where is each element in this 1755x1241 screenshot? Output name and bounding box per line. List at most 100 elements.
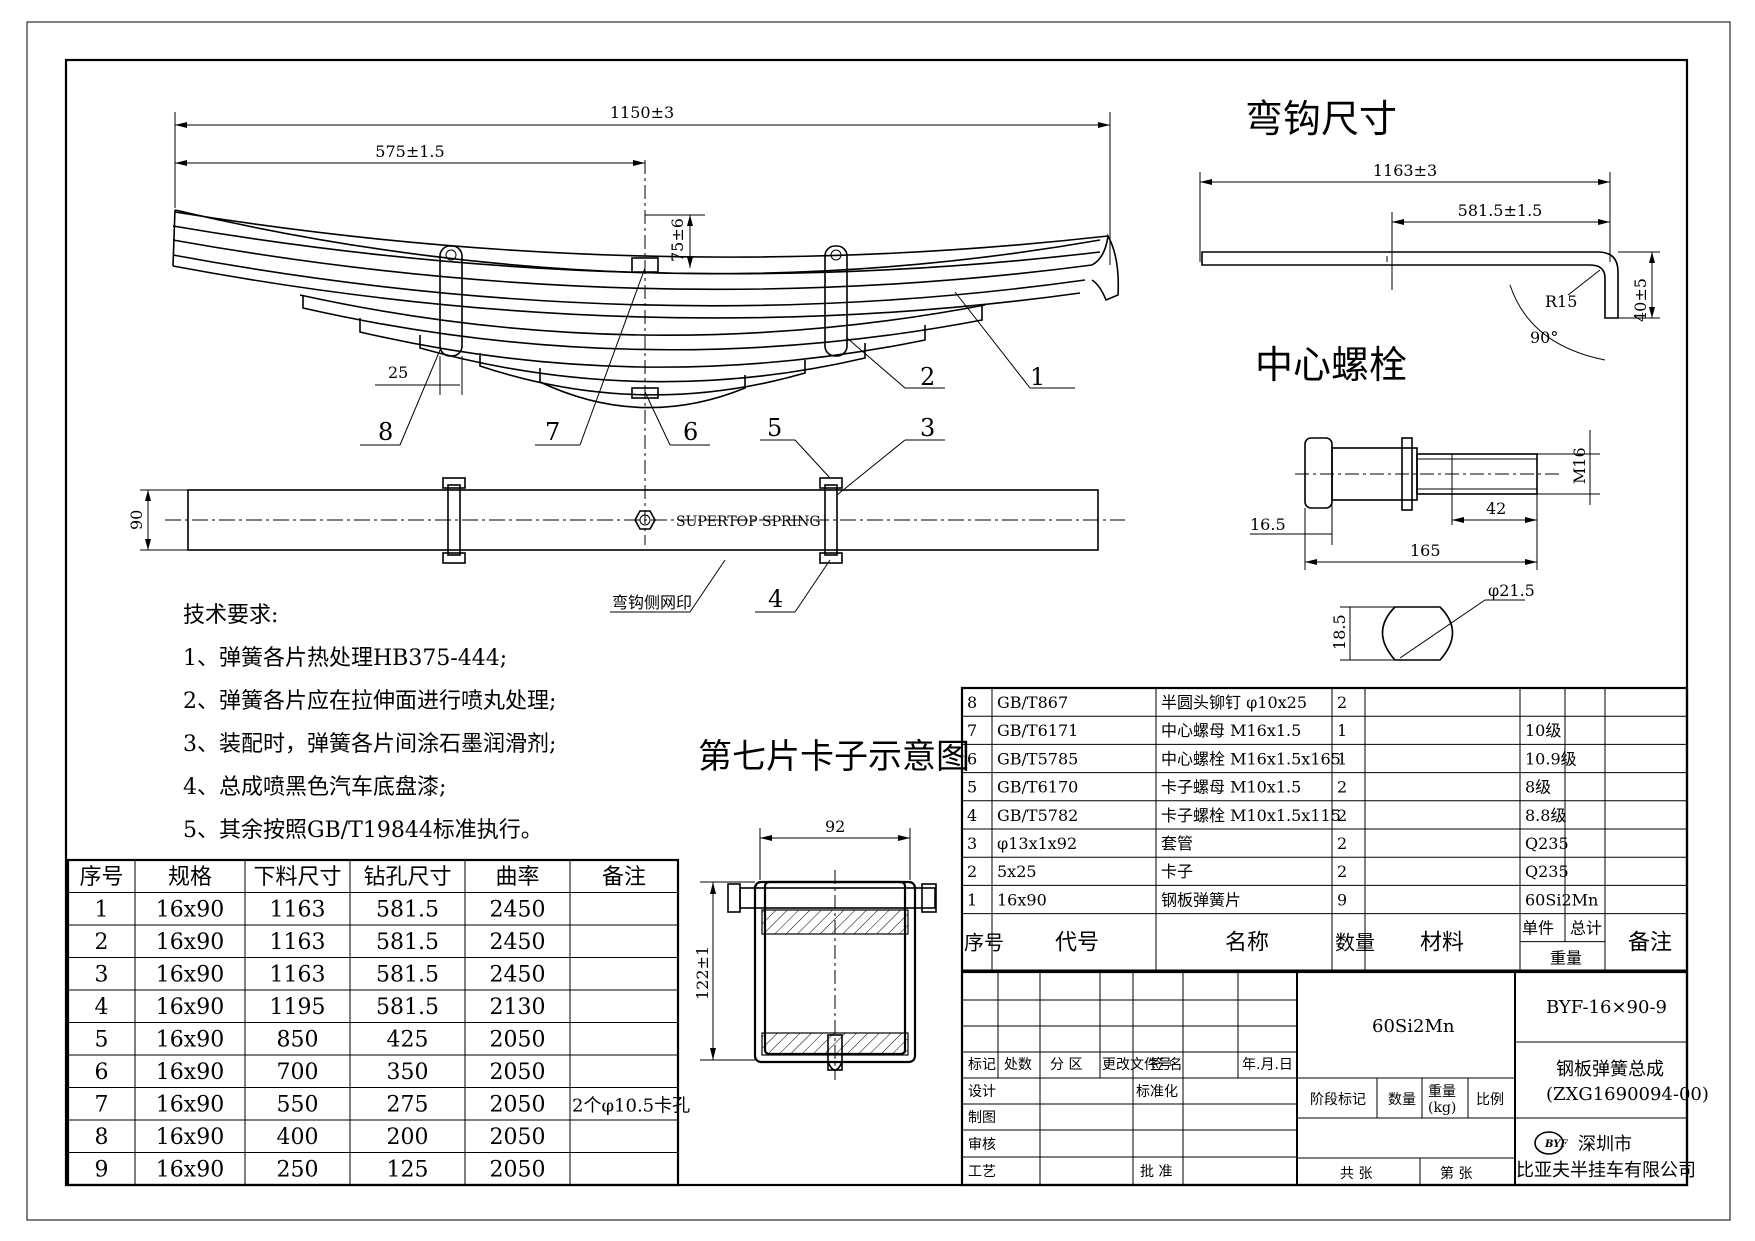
parts-table-cell: 2 [967,862,977,881]
leaf-table-cell: 850 [277,1028,319,1053]
parts-table-cell: 2 [1337,778,1347,797]
parts-table-header-unit: 单件 [1522,919,1554,938]
requirement-5: 5、其余按照GB/T19844标准执行。 [183,818,543,843]
company-line-2: 比亚夫半挂车有限公司 [1516,1160,1696,1181]
parts-table-cell: 套管 [1161,834,1193,853]
leaf-table-cell: 250 [277,1158,319,1183]
clip-diagram: 第七片卡子示意图 92 122±1 [693,737,970,1080]
leaf-table-cell: 16x90 [156,930,224,955]
callout-4: 4 [768,585,783,613]
leaf-table-cell: 16x90 [156,963,224,988]
clip-diagram-title: 第七片卡子示意图 [698,737,970,777]
parts-table-cell: GB/T867 [997,693,1068,712]
leaf-table-cell: 2050 [490,1125,546,1150]
tb-weight-unit: (kg) [1428,1100,1456,1116]
parts-table-header-weight: 重量 [1550,949,1582,968]
parts-table-cell: 7 [967,721,977,740]
technical-requirements: 技术要求: 1、弹簧各片热处理HB375-444; 2、弹簧各片应在拉伸面进行喷… [183,603,556,843]
leaf-table-cell: 3 [95,963,109,988]
leaf-table-cell: 200 [387,1125,429,1150]
leaf-table-cell: 16x90 [156,1028,224,1053]
parts-table-cell: 5x25 [997,862,1037,881]
parts-table-cell: GB/T6170 [997,778,1078,797]
callout-7: 7 [545,418,560,446]
leaf-table-cell: 9 [95,1158,109,1183]
parts-table-cell: 16x90 [997,890,1047,909]
leaf-table-cell: 2450 [490,898,546,923]
dim-camber: 75±6 [668,218,687,262]
leaf-table-cell: 16x90 [156,995,224,1020]
leaf-table-cell: 6 [95,1060,109,1085]
spring-label-text: SUPERTOP SPRING [676,514,821,530]
leaf-table-cell: 2130 [490,995,546,1020]
leaf-table-header: 备注 [602,865,646,890]
parts-table-header-remark: 备注 [1628,931,1672,956]
leaf-table-cell: 4 [95,995,109,1020]
parts-table-cell: 1 [967,890,977,909]
parts-table-cell: 2 [1337,806,1347,825]
leaf-table-cell: 8 [95,1125,109,1150]
leaf-table-header: 下料尺寸 [253,865,341,890]
parts-table-cell: φ13x1x92 [997,834,1077,853]
tb-material: 60Si2Mn [1372,1016,1455,1037]
tb-label-signature: 签 名 [1150,1056,1182,1073]
center-bolt-title: 中心螺栓 [1255,343,1407,387]
tb-label-process: 工艺 [968,1164,996,1180]
parts-table-cell: 1 [1337,749,1347,768]
callout-2: 2 [920,363,935,391]
parts-table-cell: GB/T5782 [997,806,1078,825]
leaf-spring-side-view: 1150±3 575±1.5 75±6 [172,103,1120,545]
requirement-2: 2、弹簧各片应在拉伸面进行喷丸处理; [183,689,556,714]
tb-label-draw: 制图 [968,1110,996,1126]
parts-table-cell: 3 [967,834,977,853]
tb-total-sheets: 共 张 [1340,1166,1372,1182]
leaf-table-cell: 1163 [270,963,326,988]
tb-scale: 比例 [1476,1092,1504,1108]
parts-table-cell: 半圆头铆钉 φ10x25 [1161,693,1307,712]
dim-clip-height: 122±1 [693,946,712,1000]
title-block: 标记 处数 分 区 更改文件号 签 名 年.月.日 设计 标准化 制图 审核 工… [960,970,1709,1187]
tb-stage: 阶段标记 [1310,1092,1366,1108]
leaf-table-cell: 16x90 [156,1093,224,1118]
tb-code: (ZXG1690094-00) [1546,1084,1709,1105]
dim-hook-length: 1163±3 [1373,161,1437,180]
callout-3: 3 [920,414,935,442]
leaf-table-cell: 581.5 [376,898,439,923]
leaf-table-header: 序号 [79,865,123,890]
callout-8: 8 [378,418,393,446]
dim-bolt-length: 165 [1410,541,1441,560]
leaf-table-cell: 16x90 [156,1158,224,1183]
leaf-table-cell: 2050 [490,1060,546,1085]
tb-label-change-doc: 更改文件号 [1102,1057,1172,1073]
dim-hook-angle: 90° [1530,328,1558,347]
leaf-table-cell: 2050 [490,1093,546,1118]
dim-bolt-flat: 18.5 [1330,614,1349,650]
parts-table-cell: 卡子螺栓 M10x1.5x115 [1161,806,1341,825]
tb-label-standard: 标准化 [1136,1084,1178,1100]
leaf-table-cell: 400 [277,1125,319,1150]
parts-table-cell: 10.9级 [1525,749,1577,768]
parts-table-cell: 中心螺栓 M16x1.5x165 [1161,749,1341,768]
tb-label-mark: 标记 [968,1057,996,1073]
center-bolt-detail: 中心螺栓 M16 16.5 42 165 φ21.5 18.5 [1250,343,1600,661]
parts-table-cell: Q235 [1525,862,1569,881]
leaf-table-cell: 16x90 [156,1060,224,1085]
leaf-table-cell: 16x90 [156,1125,224,1150]
leaf-table-header: 规格 [168,865,212,890]
tb-label-approve: 批 准 [1140,1164,1172,1180]
leaf-table-cell: 350 [387,1060,429,1085]
parts-table-cell: 60Si2Mn [1525,890,1598,909]
leaf-table-cell: 125 [387,1158,429,1183]
parts-table-cell: GB/T6171 [997,721,1078,740]
tb-quantity: 数量 [1388,1092,1416,1108]
callout-1: 1 [1030,363,1045,391]
leaf-table-cell: 16x90 [156,898,224,923]
parts-table-cell: Q235 [1525,834,1569,853]
dim-bolt-dia: φ21.5 [1488,581,1535,600]
parts-table-cell: 2 [1337,862,1347,881]
leaf-table-cell: 2个φ10.5卡孔 [572,1096,690,1117]
parts-table-header-qty: 数量 [1335,931,1375,955]
